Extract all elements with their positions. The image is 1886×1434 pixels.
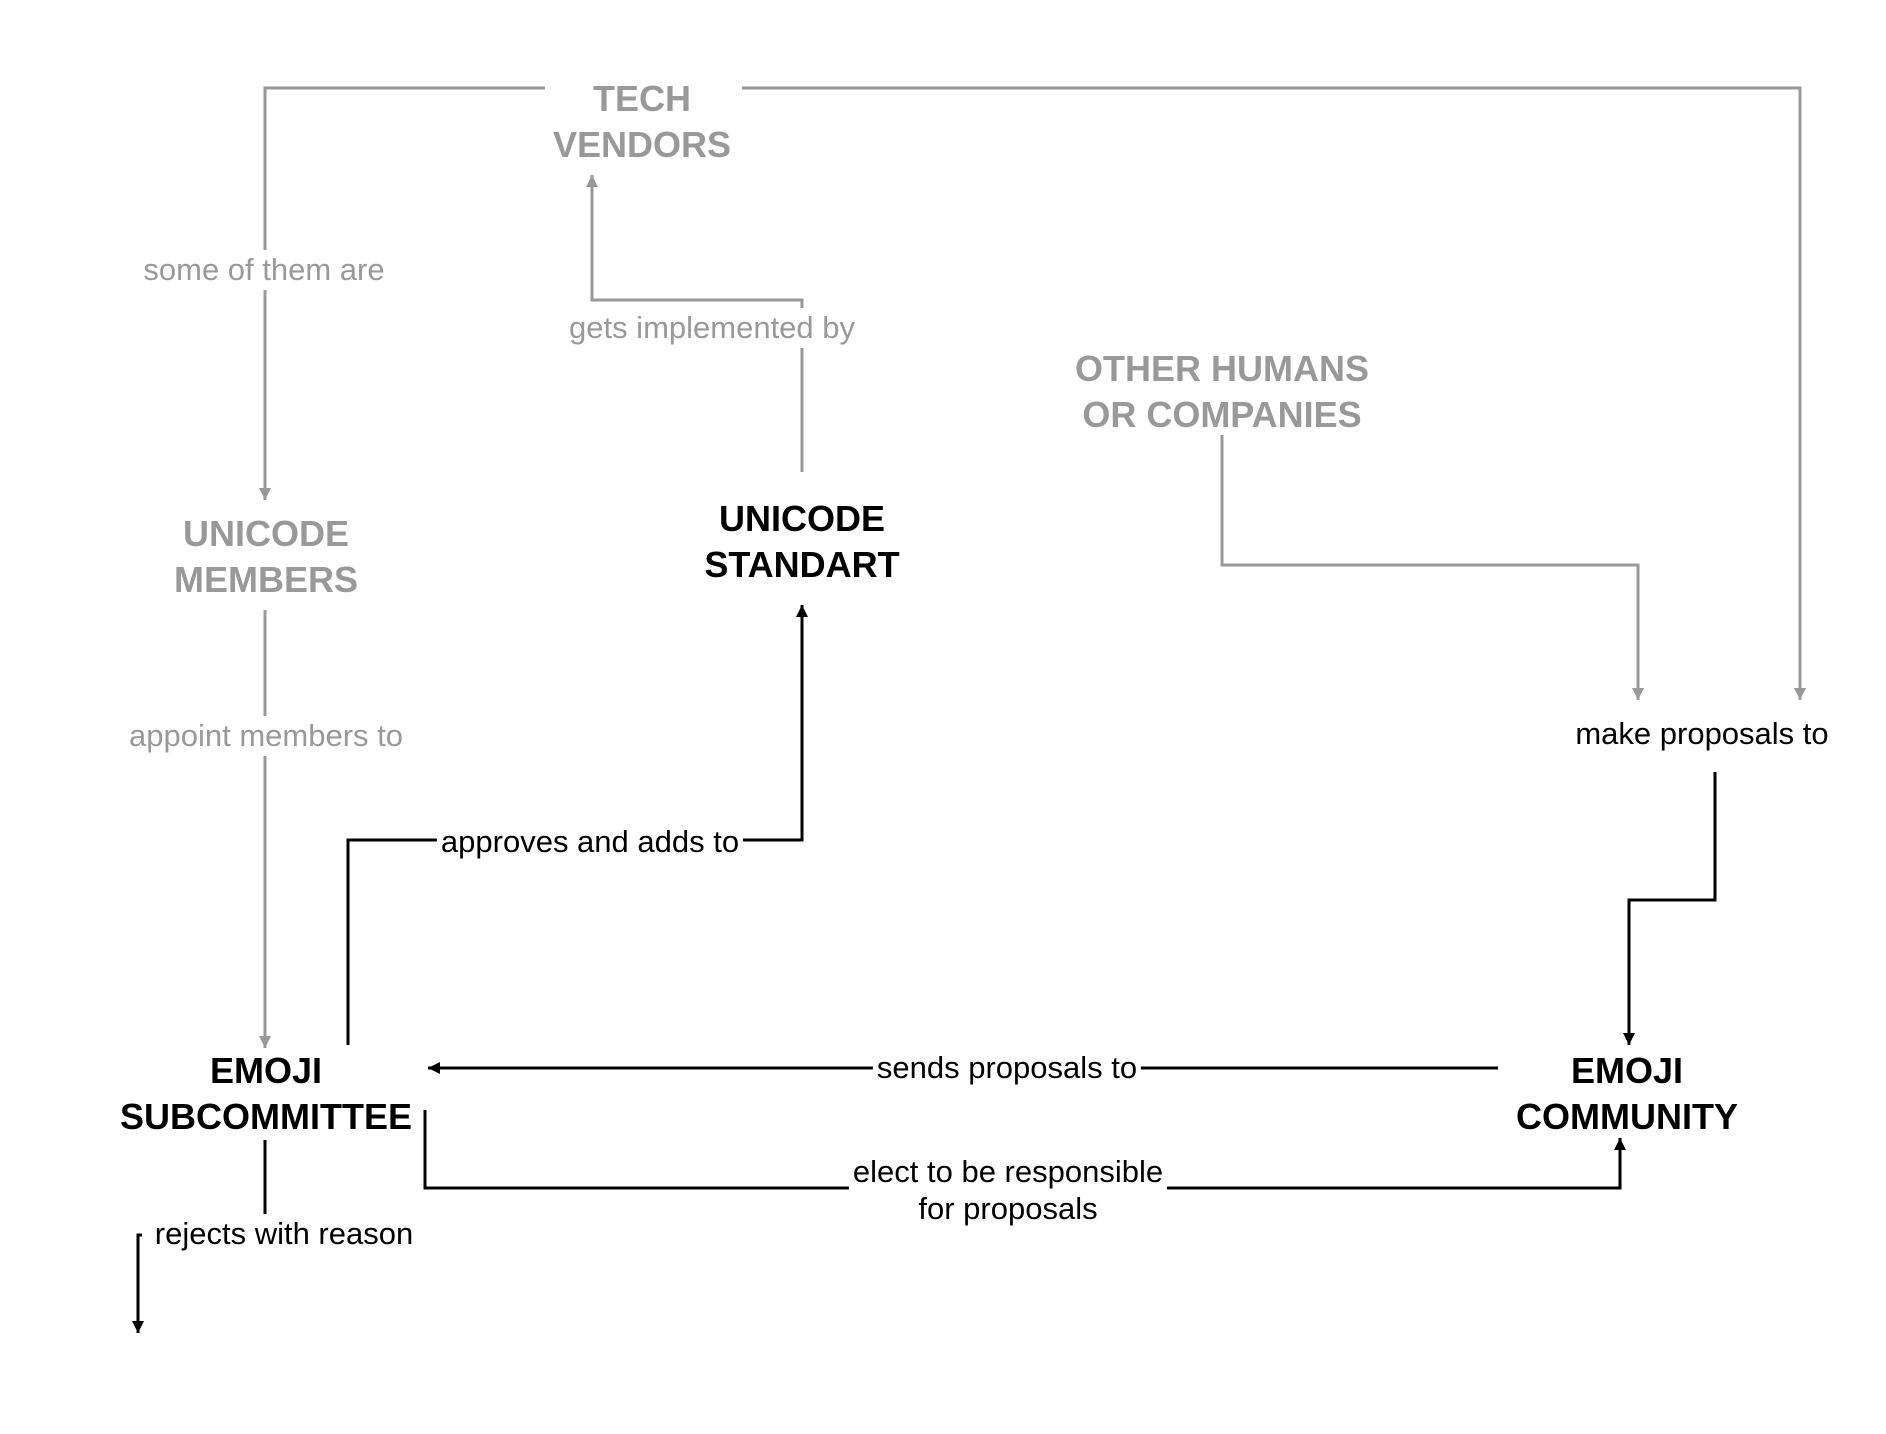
edge-label-rejects-with-reason: rejects with reason (150, 1214, 418, 1254)
node-other-humans: OTHER HUMANS OR COMPANIES (1075, 346, 1369, 438)
node-emoji-subcommittee-line2: SUBCOMMITTEE (120, 1096, 412, 1138)
node-unicode-standart-line2: STANDART (704, 544, 900, 586)
node-tech-vendors-line2: VENDORS (552, 124, 732, 166)
edge-subcommittee-reject (138, 1140, 267, 1333)
edge-label-elect: elect to be responsible for proposals (848, 1153, 1168, 1228)
edge-vendors-to-members (259, 86, 545, 500)
edge-label-gets-implemented-by: gets implemented by (564, 308, 860, 348)
node-unicode-standart: UNICODE STANDART (704, 496, 899, 588)
edge-standart-to-vendors (586, 175, 804, 472)
node-emoji-subcommittee: EMOJI SUBCOMMITTEE (120, 1048, 412, 1140)
node-unicode-standart-line1: UNICODE (718, 498, 885, 539)
gray-connectors (259, 86, 1806, 1048)
edge-label-approves-and-adds-to: approves and adds to (436, 822, 744, 862)
edge-proposals-to-community (1623, 772, 1717, 1045)
edge-label-elect-line2: for proposals (918, 1191, 1098, 1227)
node-emoji-subcommittee-line1: EMOJI (209, 1050, 323, 1091)
node-emoji-community: EMOJI COMMUNITY (1516, 1048, 1738, 1140)
node-unicode-members: UNICODE MEMBERS (174, 511, 358, 603)
edge-vendors-to-proposals (742, 86, 1806, 700)
edge-label-make-proposals-to: make proposals to (1571, 714, 1833, 754)
node-other-humans-line1: OTHER HUMANS (1075, 348, 1369, 389)
node-other-humans-line2: OR COMPANIES (1082, 394, 1362, 436)
node-tech-vendors: TECH VENDORS (553, 76, 731, 168)
node-emoji-community-line1: EMOJI (1570, 1050, 1684, 1091)
edge-humans-to-proposals (1220, 435, 1644, 700)
node-emoji-community-line2: COMMUNITY (1516, 1096, 1738, 1138)
edge-label-appoint-members-to: appoint members to (125, 716, 407, 756)
node-tech-vendors-line1: TECH (593, 78, 691, 119)
node-unicode-members-line2: MEMBERS (173, 559, 359, 601)
edge-label-elect-line1: elect to be responsible (852, 1154, 1164, 1189)
edge-label-sends-proposals-to: sends proposals to (872, 1048, 1142, 1088)
node-unicode-members-line1: UNICODE (182, 513, 350, 554)
edge-label-some-of-them-are: some of them are (139, 250, 389, 290)
